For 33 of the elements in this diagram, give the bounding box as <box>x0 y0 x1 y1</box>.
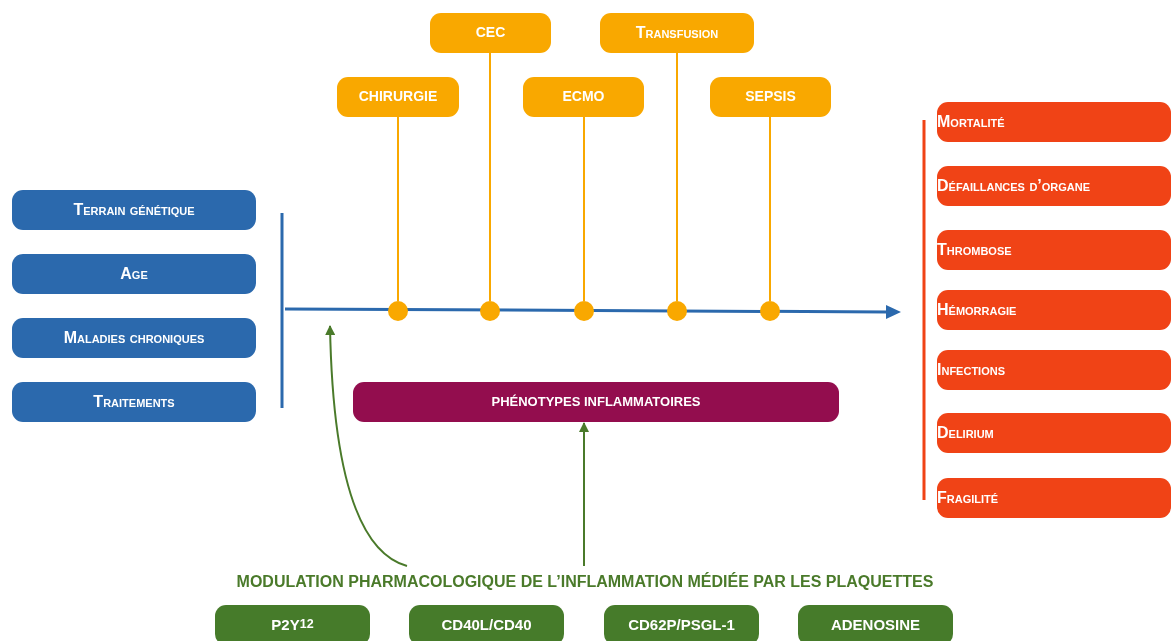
factor-box: Maladies chroniques <box>12 318 256 358</box>
outcome-box: Infections <box>937 350 1171 390</box>
arrow <box>325 325 408 567</box>
outcome-box: Hémorragie <box>937 290 1171 330</box>
phenotype-box: PHÉNOTYPES INFLAMMATOIRES <box>353 382 839 422</box>
timeline-dot <box>480 301 500 321</box>
outcome-box: Mortalité <box>937 102 1171 142</box>
connector-line <box>397 116 399 302</box>
target-box: CD62P/PSGL-1 <box>604 605 759 641</box>
event-box: CHIRURGIE <box>337 77 459 117</box>
connector-line <box>769 116 771 302</box>
event-box: CEC <box>430 13 551 53</box>
outcome-box: Thrombose <box>937 230 1171 270</box>
timeline-dot <box>388 301 408 321</box>
arrow <box>579 422 589 567</box>
factor-box: Age <box>12 254 256 294</box>
event-box: ECMO <box>523 77 644 117</box>
timeline-dot <box>667 301 687 321</box>
outcome-box: Défaillances d’organe <box>937 166 1171 206</box>
timeline-dot <box>760 301 780 321</box>
connector-line <box>583 116 585 302</box>
section-heading: MODULATION PHARMACOLOGIQUE DE L’INFLAMMATION MÉDIÉE PAR LES PLAQUETTES <box>150 570 1020 594</box>
factor-box: Traitements <box>12 382 256 422</box>
factor-box: Terrain génétique <box>12 190 256 230</box>
event-box: Transfusion <box>600 13 754 53</box>
outcome-box: Delirium <box>937 413 1171 453</box>
target-box: ADENOSINE <box>798 605 953 641</box>
connector-line <box>489 52 491 302</box>
outcome-box: Fragilité <box>937 478 1171 518</box>
connector-line <box>676 52 678 302</box>
target-box: CD40L/CD40 <box>409 605 564 641</box>
timeline-dot <box>574 301 594 321</box>
event-box: SEPSIS <box>710 77 831 117</box>
